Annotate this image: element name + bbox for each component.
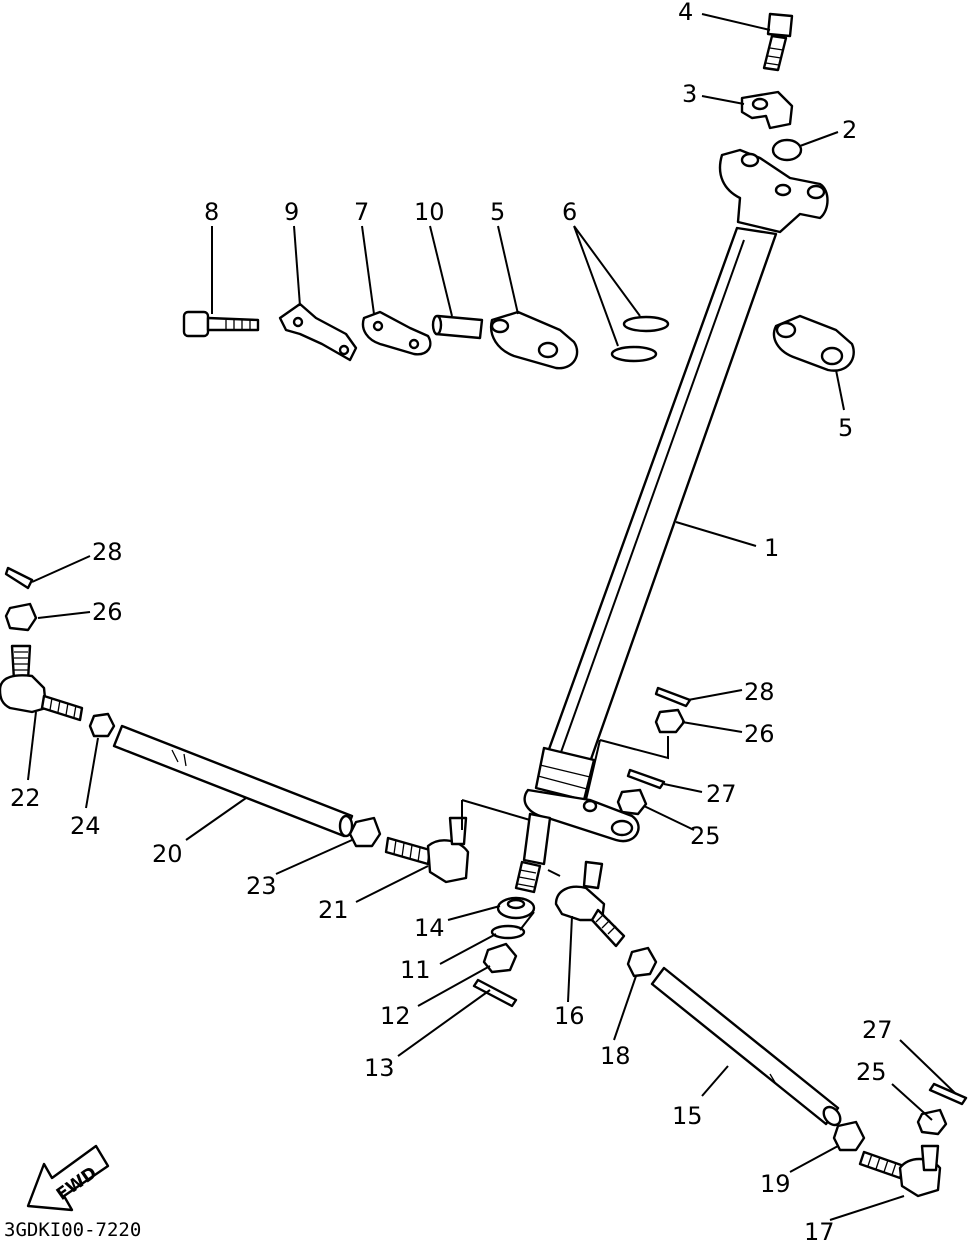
leader-lines — [27, 13, 957, 1221]
callout-18: 18 — [600, 1042, 631, 1070]
circlip-part-6 — [610, 315, 670, 363]
callout-13: 13 — [364, 1054, 395, 1082]
tie-rod-part-20 — [112, 724, 354, 838]
callout-16: 16 — [554, 1002, 585, 1030]
nut-part-26-right — [654, 708, 686, 734]
callout-27-lower: 27 — [862, 1016, 893, 1044]
nut-part-25-lower — [916, 1108, 948, 1136]
cotter-pin-part-28-left — [4, 566, 34, 590]
callout-5-left: 5 — [490, 198, 505, 226]
callout-7: 7 — [354, 198, 369, 226]
nut-part-12 — [482, 942, 518, 974]
washer-part-11 — [490, 924, 526, 940]
callout-11: 11 — [400, 956, 431, 984]
callout-19: 19 — [760, 1170, 791, 1198]
cotter-pin-part-13 — [472, 978, 518, 1008]
callout-6: 6 — [562, 198, 577, 226]
callout-22: 22 — [10, 784, 41, 812]
callout-8: 8 — [204, 198, 219, 226]
plate-part-9 — [278, 302, 358, 362]
callout-23: 23 — [246, 872, 277, 900]
callout-20: 20 — [152, 840, 183, 868]
callout-26-right: 26 — [744, 720, 775, 748]
shaft-top-bracket — [718, 148, 829, 234]
callout-1: 1 — [764, 534, 779, 562]
callout-25-lower: 25 — [856, 1058, 887, 1086]
nut-part-26-left — [4, 602, 38, 632]
bolt-part-4 — [762, 12, 794, 72]
callout-28-right: 28 — [744, 678, 775, 706]
tie-rod-end-part-22 — [0, 644, 84, 722]
callout-2: 2 — [842, 116, 857, 144]
callout-4: 4 — [678, 0, 693, 26]
upper-holder-part-3 — [740, 90, 794, 130]
callout-5-right: 5 — [838, 414, 853, 442]
callout-12: 12 — [380, 1002, 411, 1030]
callout-labels: 4 3 2 8 9 7 10 5 6 5 1 28 26 28 26 27 25… — [10, 0, 893, 1244]
plate-part-7 — [361, 310, 432, 356]
cotter-pin-part-28-right — [654, 686, 692, 708]
tie-rod-end-part-17 — [858, 1144, 942, 1198]
cotter-pin-part-27-right — [626, 768, 666, 790]
callout-21: 21 — [318, 896, 349, 924]
tie-rod-end-part-16 — [554, 860, 626, 948]
tie-rod-end-part-21 — [384, 816, 470, 884]
callout-10: 10 — [414, 198, 445, 226]
callout-17: 17 — [804, 1218, 835, 1244]
cap-part-2 — [771, 138, 803, 162]
nut-part-25-right — [616, 788, 648, 816]
callout-24: 24 — [70, 812, 101, 840]
nut-part-18 — [626, 946, 658, 978]
nut-part-19 — [832, 1120, 866, 1152]
callout-28-left: 28 — [92, 538, 123, 566]
callout-26-left: 26 — [92, 598, 123, 626]
forward-direction-arrow: FWD — [26, 1144, 110, 1212]
assembly-guide-lines — [461, 736, 669, 931]
nut-part-24 — [88, 712, 116, 738]
tie-rod-part-15 — [650, 966, 842, 1127]
diagram-code: 3GDKI00-7220 — [4, 1219, 141, 1241]
callout-15: 15 — [672, 1102, 703, 1130]
nut-part-23 — [348, 816, 382, 848]
callout-25-right: 25 — [690, 822, 721, 850]
bushing-part-14 — [496, 896, 536, 920]
callout-14: 14 — [414, 914, 445, 942]
steering-shaft-part-1 — [514, 226, 778, 894]
callout-3: 3 — [682, 80, 697, 108]
bolt-part-8 — [182, 310, 260, 338]
holder-part-5-left — [489, 310, 579, 370]
collar-part-10 — [431, 314, 484, 340]
holder-part-5-right — [772, 314, 855, 372]
callout-27-right: 27 — [706, 780, 737, 808]
callout-9: 9 — [284, 198, 299, 226]
